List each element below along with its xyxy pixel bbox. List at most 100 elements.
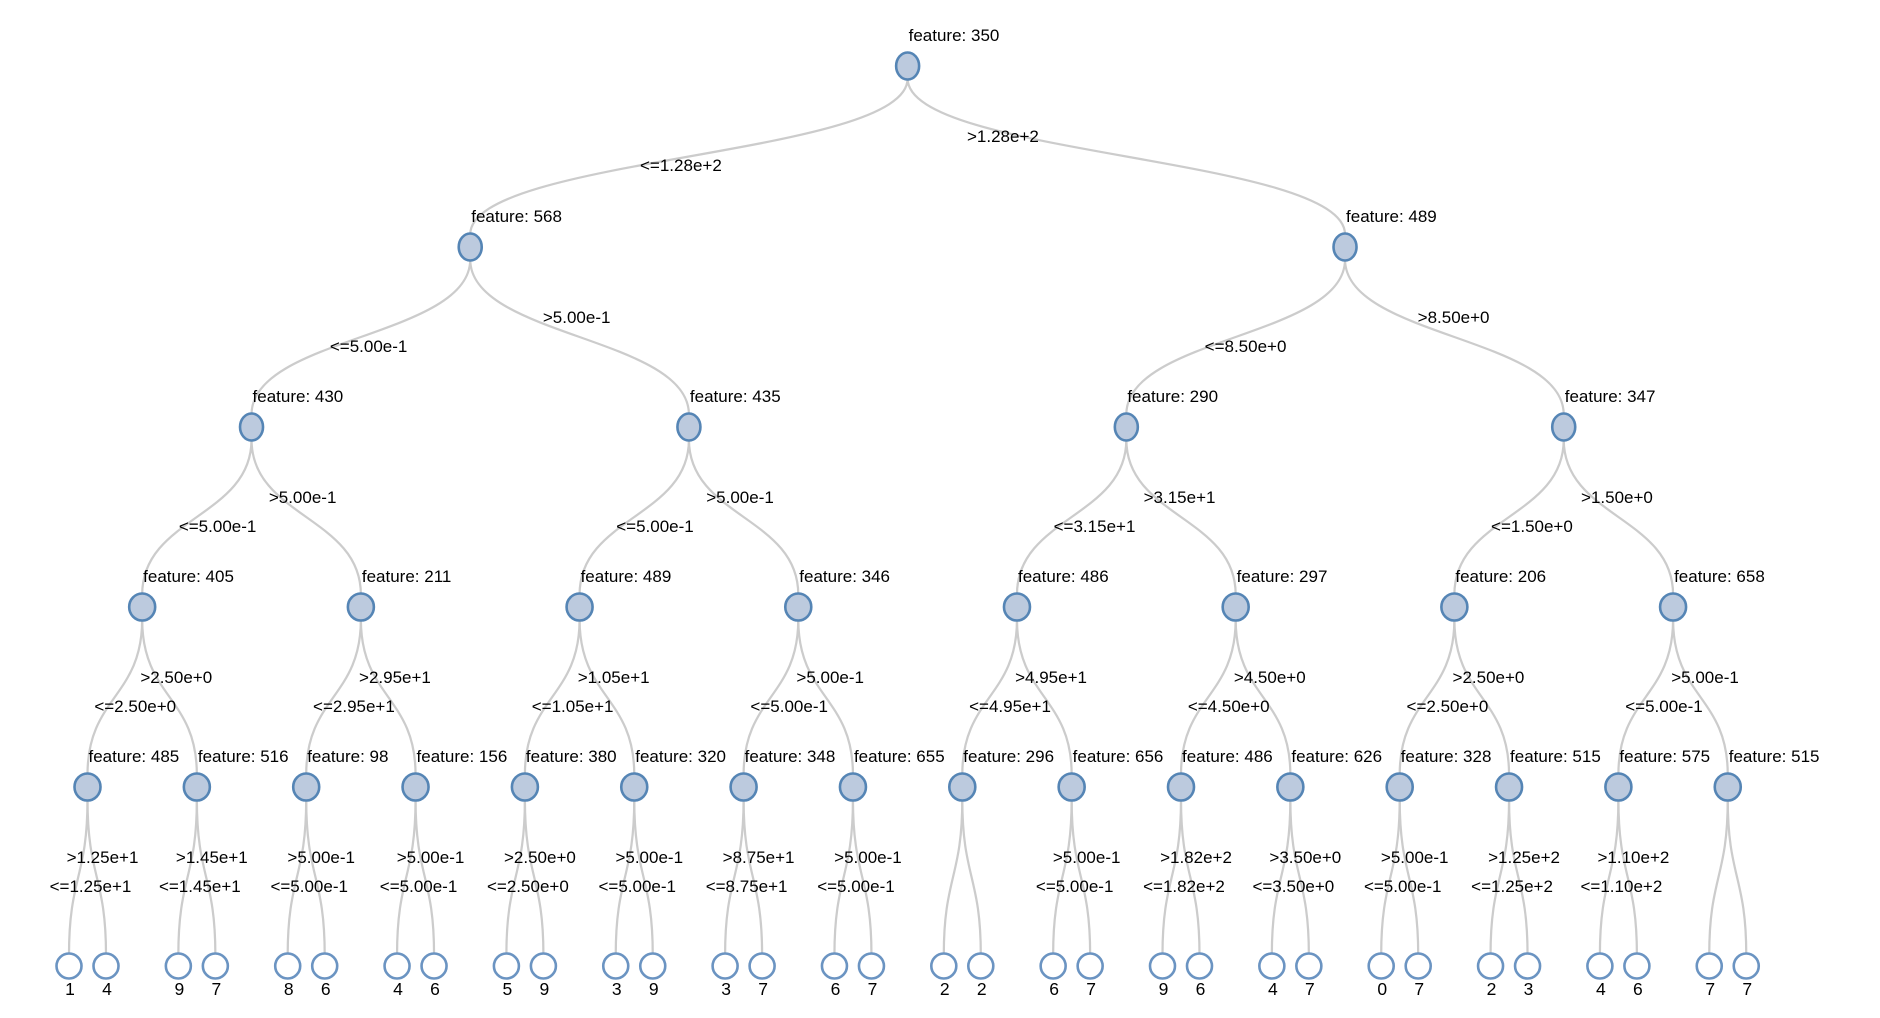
decision-node [127,592,157,622]
leaf-class-label: 7 [868,979,878,999]
node-feature-label: feature: 98 [307,747,388,766]
leaf-class-label: 7 [1086,979,1096,999]
tree-edge [797,619,855,775]
leaf-class-label: 6 [831,979,841,999]
tree-edge [742,619,800,775]
leaf-class-label: 7 [1414,979,1424,999]
tree-edge [469,78,909,235]
tree-edge [86,799,108,955]
decision-node [401,772,430,802]
tree-edge [1398,799,1420,955]
tree-edge [1617,799,1639,955]
node-feature-label: feature: 568 [471,207,562,226]
tree-edge [1343,259,1565,415]
node-feature-label: feature: 405 [143,567,234,586]
tree-edge [1270,799,1292,955]
node-feature-label: feature: 348 [745,747,836,766]
decision-node [1550,412,1577,442]
edge-label-gt: >5.00e-1 [1671,668,1739,687]
edge-label-gt: >1.25e+1 [67,848,139,867]
node-feature-label: feature: 489 [1346,207,1437,226]
tree-edge [359,619,417,775]
decision-node [238,412,265,442]
node-feature-label: feature: 435 [690,387,781,406]
edge-label-gt: >5.00e-1 [615,848,683,867]
leaf-class-label: 6 [1049,979,1059,999]
decision-node [1221,592,1250,622]
tree-edge [177,799,198,955]
edge-label-le: <=8.50e+0 [1205,337,1287,356]
tree-edge [1179,619,1237,775]
leaf-node [1623,952,1651,980]
edge-label-gt: >2.50e+0 [140,668,212,687]
tree-edge [1234,619,1292,775]
tree-edge [1179,799,1201,955]
tree-edge [523,619,581,775]
tree-edge [578,439,691,595]
tree-edge [67,799,89,955]
edge-label-gt: >3.50e+0 [1269,848,1341,867]
leaf-class-label: 2 [940,979,950,999]
edge-label-gt: >8.50e+0 [1418,308,1490,327]
tree-edge [1453,619,1511,775]
decision-node [729,772,758,802]
tree-nodes [55,51,1761,980]
edge-label-le: <=1.10e+2 [1581,877,1663,896]
edge-label-gt: >1.45e+1 [176,848,248,867]
edge-label-gt: >2.50e+0 [504,848,576,867]
decision-node [1658,592,1688,622]
leaf-class-label: 3 [612,979,622,999]
edge-label-gt: >4.95e+1 [1015,668,1087,687]
node-feature-label: feature: 156 [417,747,508,766]
tree-edge [742,799,764,955]
leaf-node [1258,952,1286,980]
decision-node [457,232,484,262]
leaf-node [929,952,958,980]
tree-edge [1161,799,1183,955]
tree-edge [723,799,745,955]
edge-label-le: <=1.25e+2 [1471,877,1553,896]
edge-label-gt: >5.00e-1 [796,668,864,687]
leaf-node [529,952,558,980]
decision-node [73,772,102,802]
decision-node [1494,772,1524,802]
edge-label-le: <=5.00e-1 [1036,877,1114,896]
decision-node [676,412,702,442]
decision-node [1276,772,1305,802]
tree-edges [67,78,1748,955]
leaf-class-label: 7 [758,979,768,999]
edge-label-le: <=3.50e+0 [1252,877,1334,896]
leaf-class-label: 4 [1268,979,1278,999]
leaf-node [966,952,995,980]
node-feature-label: feature: 656 [1073,747,1164,766]
edge-label-gt: >3.15e+1 [1144,488,1216,507]
edge-label-le: <=5.00e-1 [380,877,458,896]
leaf-node [420,952,448,980]
leaf-class-label: 4 [1596,979,1606,999]
decision-node [1385,772,1414,802]
edge-label-gt: >5.00e-1 [1053,848,1121,867]
leaf-class-label: 6 [430,979,440,999]
tree-edge [141,439,253,595]
node-feature-label: feature: 350 [909,26,1000,45]
edge-label-le: <=5.00e-1 [270,877,348,896]
tree-edge [1708,799,1729,955]
edge-label-le: <=1.25e+1 [50,877,132,896]
edge-label-le: <=2.50e+0 [94,697,176,716]
node-feature-label: feature: 489 [581,567,672,586]
node-feature-label: feature: 290 [1127,387,1218,406]
leaf-node [1076,952,1104,980]
tree-edge [469,259,691,415]
edge-label-le: <=4.50e+0 [1188,697,1270,716]
decision-node [1002,592,1032,622]
leaf-class-label: 3 [721,979,731,999]
node-feature-label: feature: 515 [1510,747,1601,766]
leaf-class-label: 2 [1487,979,1497,999]
leaf-node [201,952,230,980]
decision-node [1604,772,1633,802]
edge-label-le: <=5.00e-1 [598,877,676,896]
edge-label-le: <=3.15e+1 [1054,517,1136,536]
tree-edge [1125,259,1347,415]
